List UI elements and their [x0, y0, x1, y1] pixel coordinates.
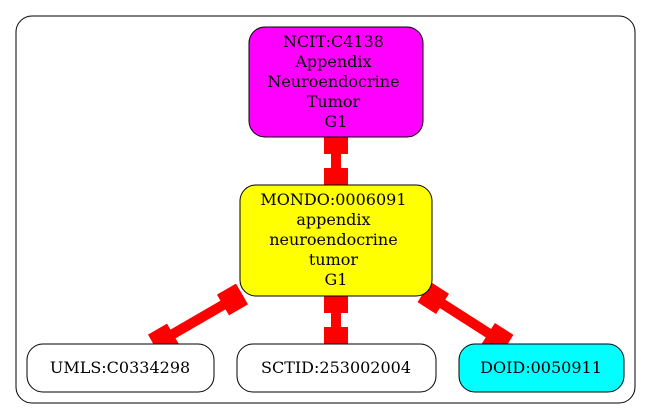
svg-text:UMLS:C0334298: UMLS:C0334298 — [50, 358, 190, 377]
svg-text:NCIT:C4138 Appendix: NCIT:C4138 Appendix Neuroendocrine Tumor… — [267, 32, 404, 131]
node-mondo-line-4: tumor — [309, 250, 359, 269]
node-ncit-line-2: Appendix — [294, 52, 371, 71]
node-ncit-line-4: Tumor — [307, 92, 361, 111]
edge-end-marker — [216, 283, 249, 316]
node-mondo-line-2: appendix — [296, 210, 370, 229]
node-mondo-box — [239, 184, 433, 297]
node-mondo-0006091[interactable]: MONDO:0006091 appendix neuroendocrine tu… — [239, 184, 433, 297]
node-ncit-c4138[interactable]: NCIT:C4138 Appendix Neuroendocrine Tumor… — [248, 26, 424, 138]
node-doid-0050911[interactable]: DOID:0050911 — [458, 343, 625, 393]
node-ncit-line-5: G1 — [325, 112, 348, 131]
node-sctid-box — [236, 343, 437, 393]
node-umls-label: UMLS:C0334298 — [50, 358, 190, 377]
node-ncit-line-3: Neuroendocrine — [267, 72, 399, 91]
svg-text:SCTID:253002004: SCTID:253002004 — [261, 358, 411, 377]
node-doid-label: DOID:0050911 — [480, 358, 602, 377]
svg-text:DOID:0050911: DOID:0050911 — [480, 358, 602, 377]
node-ncit-line-1: NCIT:C4138 — [283, 32, 384, 51]
node-doid-box — [458, 343, 625, 393]
svg-text:MONDO:0006091 appendix: MONDO:0006091 appendix neuroendocrine tu… — [260, 190, 411, 289]
edge-mondo-sctid — [324, 291, 348, 349]
node-mondo-line-3: neuroendocrine — [269, 230, 398, 249]
node-sctid-label: SCTID:253002004 — [261, 358, 411, 377]
node-ncit-box — [248, 26, 424, 138]
edge-ncit-mondo — [324, 132, 348, 190]
node-sctid-253002004[interactable]: SCTID:253002004 — [236, 343, 437, 393]
cluster-border — [15, 15, 636, 404]
node-mondo-line-5: G1 — [325, 270, 348, 289]
node-umls-c0334298[interactable]: UMLS:C0334298 — [26, 343, 215, 393]
node-umls-box — [26, 343, 215, 393]
node-mondo-line-1: MONDO:0006091 — [260, 190, 406, 209]
